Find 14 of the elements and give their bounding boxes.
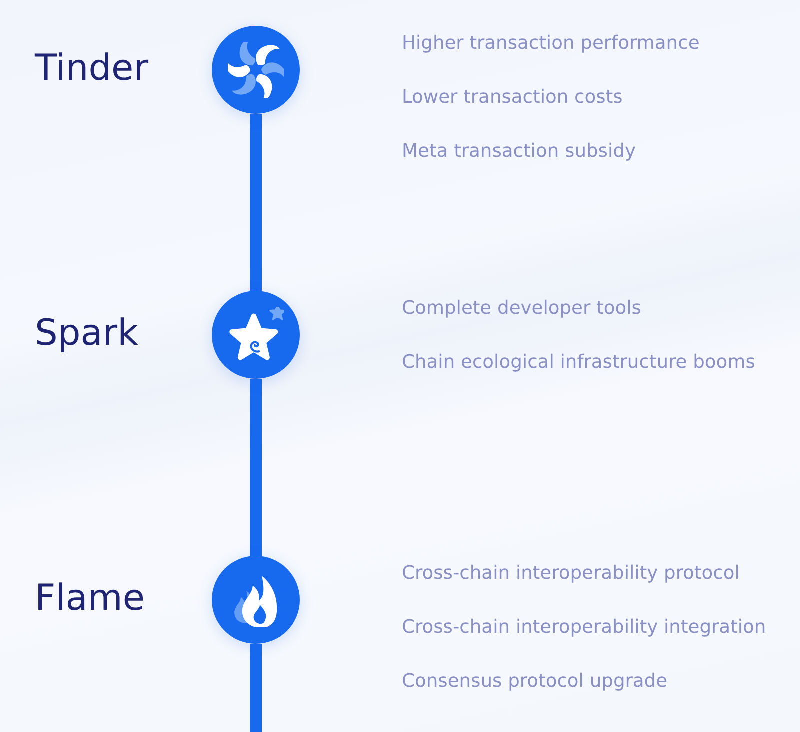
timeline-line — [250, 379, 262, 556]
feature-text: Lower transaction costs — [402, 86, 623, 110]
phase-name: Tinder — [35, 48, 149, 90]
feature-text: Meta transaction subsidy — [402, 140, 636, 164]
phase-name: Spark — [35, 313, 138, 355]
timeline-line — [250, 114, 262, 291]
feature-text: Complete developer tools — [402, 297, 642, 321]
feature-text: Cross-chain interoperability protocol — [402, 562, 740, 586]
feature-text: Chain ecological infrastructure booms — [402, 351, 756, 375]
feature-text: Cross-chain interoperability integration — [402, 616, 766, 640]
phase-name: Flame — [35, 578, 145, 620]
feature-text: Consensus protocol upgrade — [402, 670, 668, 694]
timeline-line — [250, 644, 262, 732]
feature-text: Higher transaction performance — [402, 32, 700, 56]
